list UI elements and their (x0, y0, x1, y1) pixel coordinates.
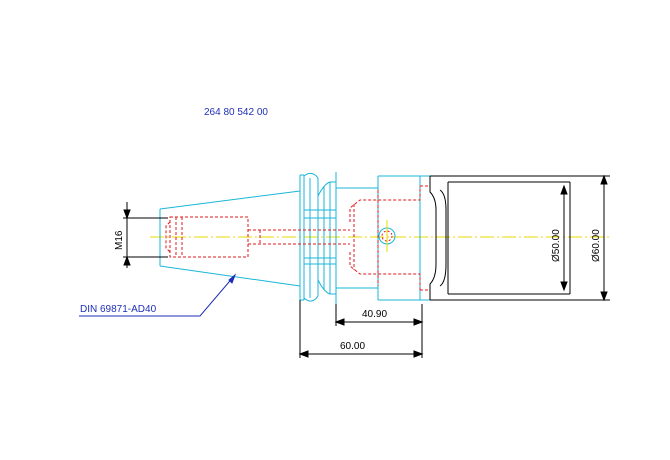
dim-diameter-60 (570, 174, 610, 302)
dim-40-90-label: 40.90 (362, 309, 387, 320)
dim-diameter-50 (560, 184, 568, 292)
dim-diameter-50-label: Ø50.00 (551, 229, 562, 262)
hidden-lines (165, 185, 430, 291)
part-number-label: 264 80 542 00 (204, 107, 268, 118)
taper-cone (159, 190, 301, 287)
set-screw (378, 220, 396, 252)
dim-60-00-label: 60.00 (340, 341, 365, 352)
standard-label: DIN 69871-AD40 (80, 304, 157, 315)
tool-body (336, 175, 430, 301)
flange (299, 172, 337, 304)
dim-diameter-60-label: Ø60.00 (591, 229, 602, 262)
standard-leader (79, 273, 237, 317)
m16-dimension (123, 202, 168, 268)
cutting-head (429, 175, 571, 301)
dim-60-00 (298, 300, 424, 358)
dim-40-90 (334, 304, 424, 326)
m16-label: M16 (114, 230, 125, 250)
